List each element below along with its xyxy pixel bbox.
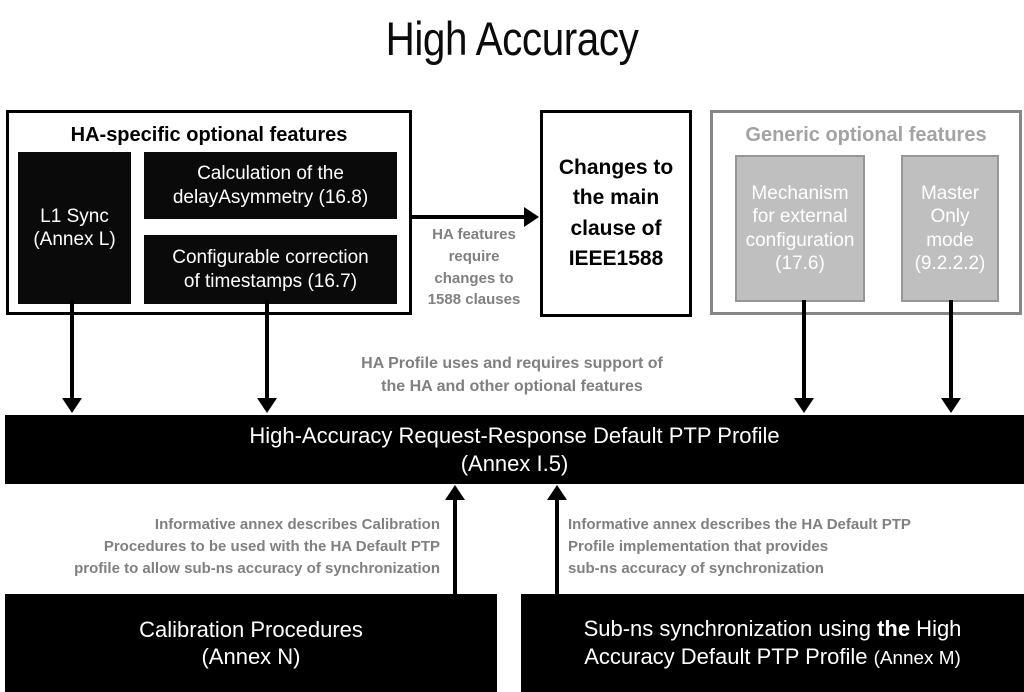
feature-external-configuration-line-1: Mechanism bbox=[751, 183, 849, 205]
calibration-procedures-title: Calibration Procedures bbox=[139, 616, 363, 642]
feature-master-only-mode-line-2: Only bbox=[930, 206, 970, 228]
feature-delay-asymmetry[interactable]: Calculation of the delayAsymmetry (16.8) bbox=[144, 152, 397, 219]
calibration-procedures-annex: (Annex N) bbox=[201, 644, 301, 669]
feature-external-configuration-line-3: configuration bbox=[745, 229, 855, 251]
page-title: High Accuracy bbox=[385, 12, 639, 65]
feature-l1-sync-line2: (Annex L) bbox=[33, 229, 116, 250]
arrow-subns-to-profile-head bbox=[547, 485, 567, 500]
feature-master-only-mode-line-3: mode bbox=[926, 229, 974, 251]
note-calibration-line-3: profile to allow sub-ns accuracy of sync… bbox=[74, 559, 440, 577]
feature-delay-asymmetry-line2: delayAsymmetry (16.8) bbox=[172, 186, 369, 208]
changes-to-main-clause-box[interactable]: Changes to the main clause of IEEE1588 bbox=[540, 110, 692, 317]
note-calibration-annex: Informative annex describes Calibration … bbox=[40, 514, 440, 579]
arrow-correction-to-profile-head bbox=[257, 398, 277, 413]
note-ha-line-3: changes to bbox=[434, 269, 514, 287]
note-ha-line-4: 1588 clauses bbox=[427, 291, 521, 309]
note-calibration-line-2: Procedures to be used with the HA Defaul… bbox=[103, 537, 440, 555]
subns-seg-1: Sub-ns synchronization using bbox=[583, 616, 878, 642]
feature-external-configuration-line-2: for external bbox=[752, 206, 848, 228]
arrow-calibration-to-profile-head bbox=[445, 485, 465, 500]
feature-master-only-mode-line-4: (9.2.2.2) bbox=[914, 252, 986, 274]
arrow-l1sync-to-profile-line bbox=[70, 300, 74, 400]
ha-default-ptp-profile-bar[interactable]: High-Accuracy Request-Response Default P… bbox=[5, 415, 1024, 484]
arrow-masteronly-to-profile-line bbox=[949, 300, 953, 400]
sub-ns-synchronization-line-1: Sub-ns synchronization using the High bbox=[584, 615, 962, 643]
feature-external-configuration-line-4: (17.6) bbox=[775, 252, 825, 274]
arrow-calibration-to-profile-line bbox=[453, 498, 457, 596]
arrow-extconfig-to-profile-head bbox=[794, 398, 814, 413]
arrow-extconfig-to-profile-line bbox=[802, 300, 806, 400]
feature-l1-sync-line1: L1 Sync bbox=[40, 205, 109, 227]
center-box-line-4: IEEE1588 bbox=[568, 246, 664, 270]
note-ha-features-require-changes: HA features require changes to 1588 clau… bbox=[414, 224, 534, 311]
feature-configurable-correction[interactable]: Configurable correction of timestamps (1… bbox=[144, 235, 397, 304]
subns-line2-main: Accuracy Default PTP Profile bbox=[584, 643, 874, 669]
note-calibration-line-1: Informative annex describes Calibration bbox=[154, 516, 440, 533]
calibration-procedures-box[interactable]: Calibration Procedures (Annex N) bbox=[5, 594, 497, 692]
note-profile-support-line-2: the HA and other optional features bbox=[381, 378, 643, 396]
note-subns-line-1: Informative annex describes the HA Defau… bbox=[568, 516, 911, 533]
profile-bar-annex: (Annex I.5) bbox=[460, 450, 569, 476]
arrow-correction-to-profile-line bbox=[265, 300, 269, 400]
subns-seg-3: High bbox=[910, 616, 962, 642]
arrow-ha-to-changes-line bbox=[412, 215, 524, 219]
center-box-line-3: clause of bbox=[570, 216, 662, 240]
feature-master-only-mode-line-1: Master bbox=[920, 183, 980, 205]
subns-seg-the: the bbox=[877, 616, 911, 642]
generic-panel-heading: Generic optional features bbox=[745, 124, 987, 146]
sub-ns-synchronization-box[interactable]: Sub-ns synchronization using the High Ac… bbox=[521, 594, 1024, 692]
subns-line2-annex: (Annex M) bbox=[873, 647, 961, 669]
note-subns-line-2: Profile implementation that provides bbox=[568, 537, 829, 555]
note-ha-line-2: require bbox=[448, 247, 500, 265]
feature-configurable-correction-line1: Configurable correction bbox=[172, 247, 369, 269]
note-subns-line-3: sub-ns accuracy of synchronization bbox=[568, 559, 824, 577]
sub-ns-synchronization-line-2: Accuracy Default PTP Profile (Annex M) bbox=[584, 643, 961, 671]
feature-master-only-mode[interactable]: Master Only mode (9.2.2.2) bbox=[901, 155, 999, 302]
feature-delay-asymmetry-line1: Calculation of the bbox=[197, 163, 344, 185]
arrow-l1sync-to-profile-head bbox=[62, 398, 82, 413]
note-profile-support-line-1: HA Profile uses and requires support of bbox=[361, 355, 663, 372]
ha-specific-panel-heading: HA-specific optional features bbox=[70, 124, 348, 146]
feature-external-configuration[interactable]: Mechanism for external configuration (17… bbox=[735, 155, 865, 302]
note-subns-annex: Informative annex describes the HA Defau… bbox=[568, 514, 988, 579]
feature-l1-sync[interactable]: L1 Sync (Annex L) bbox=[18, 152, 131, 304]
arrow-subns-to-profile-line bbox=[555, 498, 559, 596]
note-profile-support: HA Profile uses and requires support of … bbox=[300, 352, 724, 398]
center-box-line-2: the main bbox=[572, 186, 660, 210]
note-ha-line-1: HA features bbox=[432, 226, 516, 243]
profile-bar-title: High-Accuracy Request-Response Default P… bbox=[249, 423, 780, 448]
center-box-line-1: Changes to bbox=[558, 155, 674, 179]
feature-configurable-correction-line2: of timestamps (16.7) bbox=[183, 270, 358, 292]
arrow-ha-to-changes-head bbox=[524, 207, 539, 227]
arrow-masteronly-to-profile-head bbox=[941, 398, 961, 413]
